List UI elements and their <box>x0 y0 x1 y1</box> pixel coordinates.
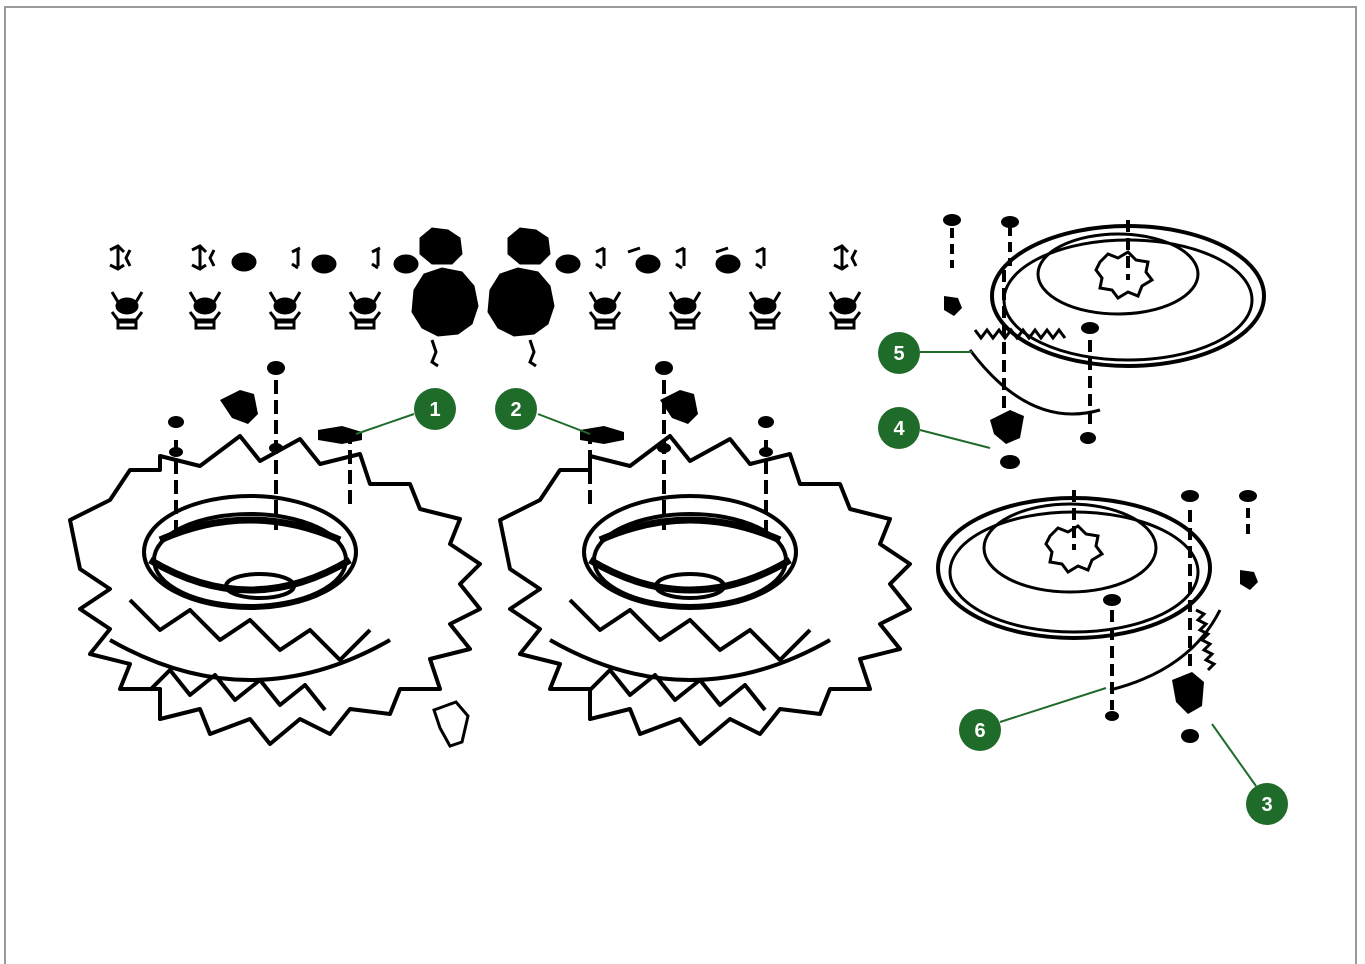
leader-line-1 <box>355 413 415 435</box>
callout-number: 2 <box>510 399 521 421</box>
leader-lines <box>355 351 1257 787</box>
drawing-frame <box>4 6 1357 964</box>
callout-number: 3 <box>1261 794 1272 816</box>
hardware-row <box>109 227 862 368</box>
callout-1: 1 <box>414 388 456 430</box>
callout-2: 2 <box>495 388 537 430</box>
hub-parts <box>411 267 555 368</box>
callout-4: 4 <box>878 407 920 449</box>
nut-parts-top <box>231 227 741 274</box>
lower-disc-hardware <box>1103 490 1258 743</box>
callout-6: 6 <box>959 709 1001 751</box>
bracket-parts <box>110 291 862 330</box>
upper-disc-assembly <box>950 220 1266 430</box>
lower-disc-assembly <box>936 490 1250 710</box>
leader-line-3 <box>1211 723 1257 787</box>
callout-number: 6 <box>974 720 985 742</box>
left-tine-wheel <box>68 380 482 746</box>
callout-number: 1 <box>429 399 440 421</box>
callout-5: 5 <box>878 332 920 374</box>
clip-part-top <box>109 244 858 271</box>
upper-disc-hardware <box>943 214 1099 469</box>
callout-number: 4 <box>893 418 905 440</box>
right-wheel-bolts <box>580 361 774 457</box>
callout-number: 5 <box>893 343 904 365</box>
callout-3: 3 <box>1246 783 1288 825</box>
leader-line-4 <box>919 429 991 449</box>
left-wheel-bolts <box>168 361 470 748</box>
right-tine-wheel <box>498 380 912 746</box>
leader-line-2 <box>537 413 591 435</box>
leader-line-6 <box>999 687 1107 723</box>
